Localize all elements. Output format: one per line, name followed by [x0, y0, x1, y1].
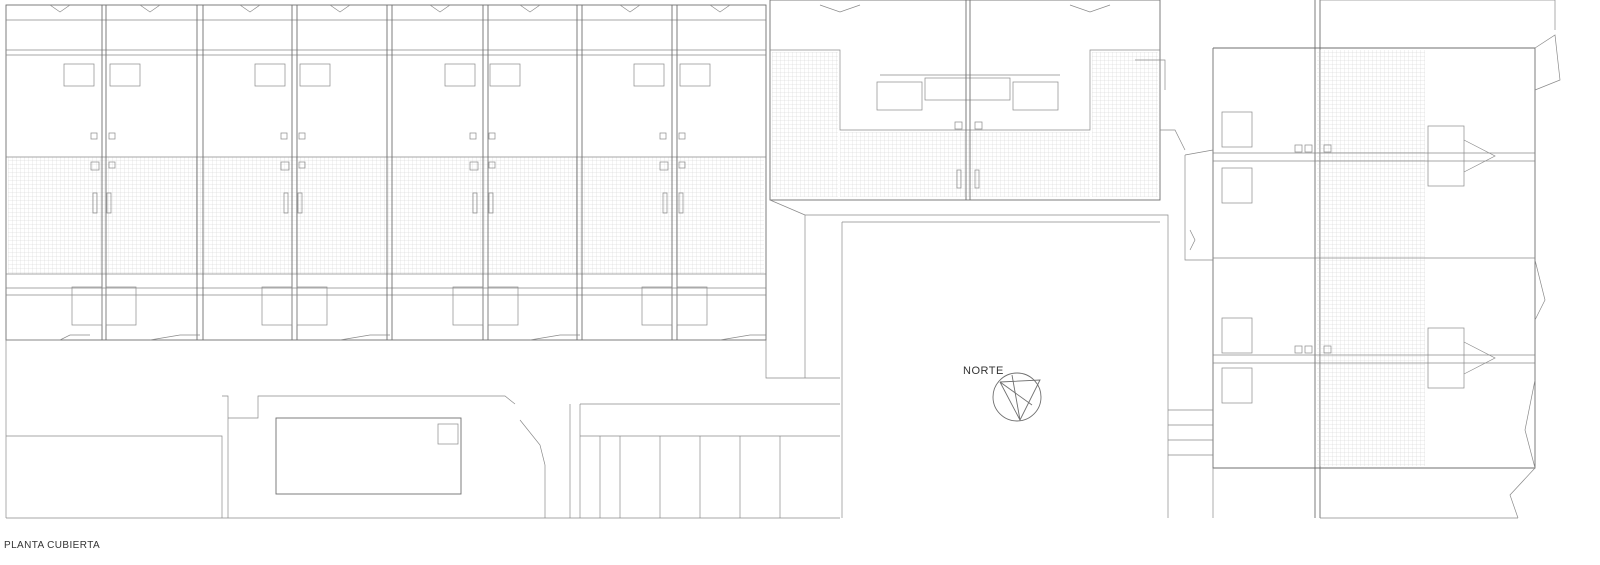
right-block [1168, 0, 1561, 519]
stair-blocks [71, 286, 708, 326]
plan-caption: PLANTA CUBIERTA [4, 540, 101, 551]
courtyard [769, 199, 1169, 518]
unit-dividers [101, 5, 678, 340]
skylight-boxes [63, 63, 711, 87]
left-terraced-block [5, 4, 767, 341]
pool [275, 417, 462, 495]
top-notches [49, 4, 731, 13]
lower-site [5, 340, 840, 519]
north-label: NORTE [963, 365, 1004, 377]
service-marks [90, 132, 686, 214]
north-arrow: NORTE [963, 365, 1042, 422]
center-block [769, 0, 1186, 201]
terrace-hatch [8, 157, 764, 274]
